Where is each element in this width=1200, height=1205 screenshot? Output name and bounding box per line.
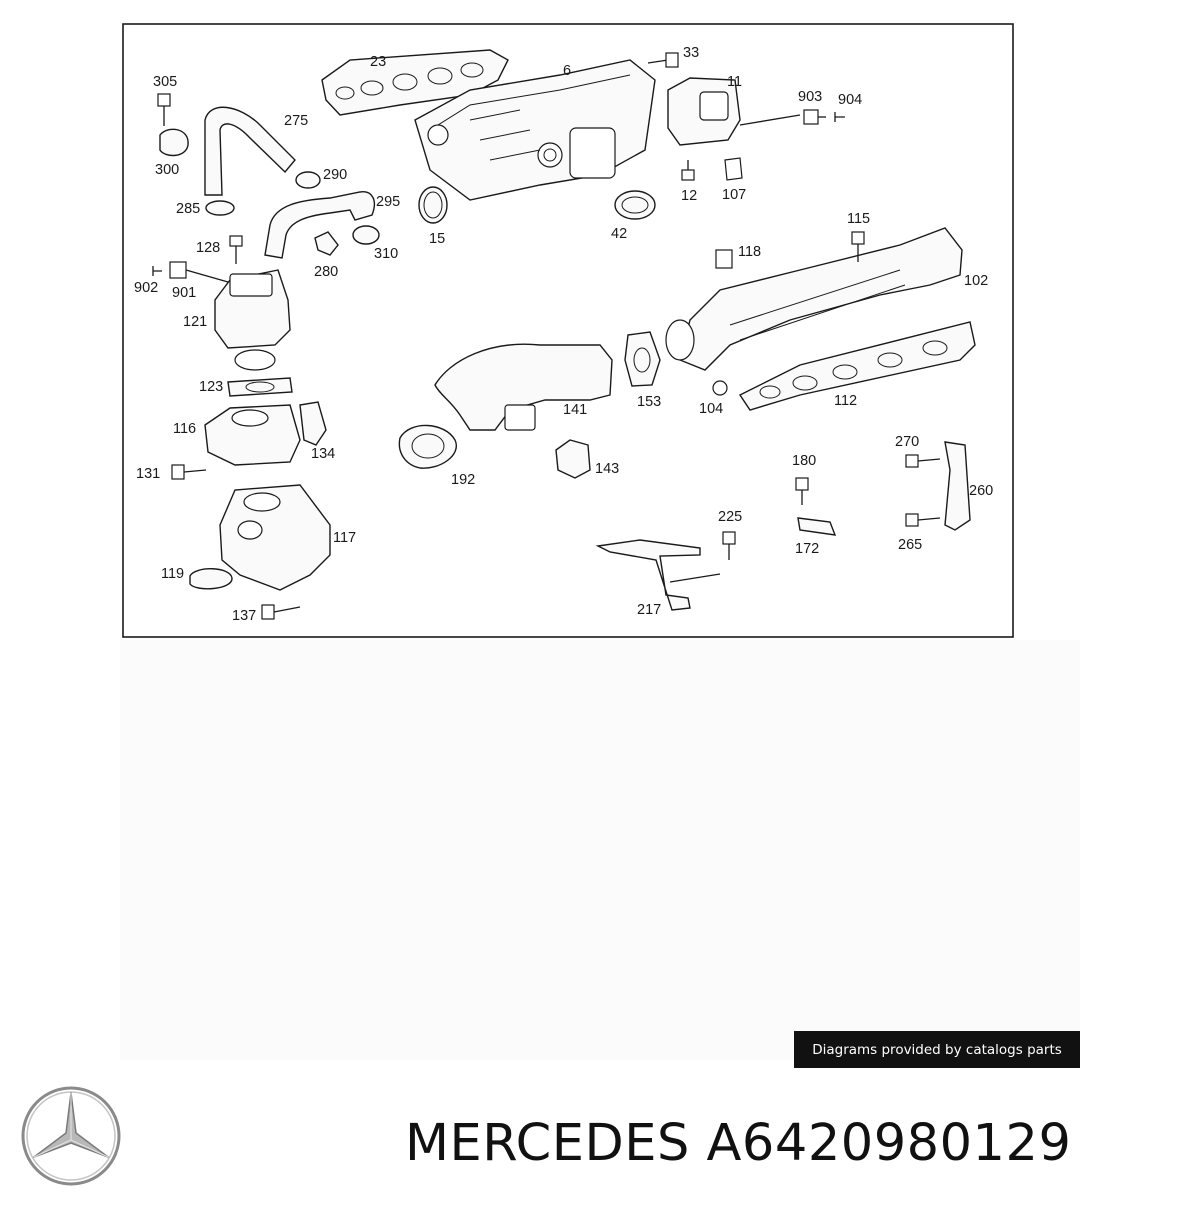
callout-305: 305 (153, 74, 177, 90)
callout-119: 119 (161, 566, 184, 582)
callout-102: 102 (964, 273, 988, 289)
callout-117: 117 (333, 530, 356, 546)
callout-192: 192 (451, 472, 475, 488)
callout-107: 107 (722, 187, 746, 203)
part-901-connector (169, 261, 229, 283)
part-305-bolt (157, 93, 171, 126)
callout-285: 285 (176, 201, 200, 217)
product-title: MERCEDES A6420980129 (405, 1114, 1072, 1173)
callout-128: 128 (196, 240, 220, 256)
callout-290: 290 (323, 167, 347, 183)
callout-23: 23 (370, 54, 386, 70)
part-300-clamp (159, 128, 189, 157)
part-275-hose (204, 106, 296, 196)
part-153-gasket (624, 331, 661, 387)
callout-300: 300 (155, 162, 179, 178)
part-270-bolt (905, 454, 941, 468)
part-6-intake-manifold (414, 59, 656, 201)
part-290-clamp (295, 171, 321, 189)
part-121-egr-valve (214, 269, 291, 371)
callout-143: 143 (595, 461, 619, 477)
part-12-bolt (681, 160, 695, 181)
part-11-actuator (667, 77, 801, 146)
diagram-background (120, 640, 1080, 1060)
callout-295: 295 (376, 194, 400, 210)
callout-116: 116 (173, 421, 196, 437)
callout-15: 15 (429, 231, 445, 247)
part-42-seal (614, 190, 656, 220)
callout-217: 217 (637, 602, 661, 618)
part-280-bracket (314, 231, 339, 256)
callout-118: 118 (738, 244, 761, 260)
part-115-bolt (851, 231, 865, 262)
callout-42: 42 (611, 226, 627, 242)
callout-270: 270 (895, 434, 919, 450)
callout-labels: 23 6 33 11 903 904 305 275 300 290 285 2… (134, 45, 993, 624)
part-117-cooler-housing (219, 484, 331, 591)
callout-121: 121 (183, 314, 207, 330)
part-112-gasket (738, 321, 976, 411)
callout-172: 172 (795, 541, 819, 557)
callout-137: 137 (232, 608, 256, 624)
part-192-gasket (398, 424, 458, 469)
callout-901: 901 (172, 285, 196, 301)
callout-104: 104 (699, 401, 723, 417)
callout-225: 225 (718, 509, 742, 525)
callout-903: 903 (798, 89, 822, 105)
callout-310: 310 (374, 246, 398, 262)
part-104-plug (712, 380, 728, 396)
part-143-sensor (555, 439, 591, 479)
callout-141: 141 (563, 402, 587, 418)
part-902-pin (152, 266, 162, 276)
part-265-bolt (905, 513, 941, 527)
callout-904: 904 (838, 92, 862, 108)
part-116-housing (204, 404, 301, 466)
callout-6: 6 (563, 63, 571, 79)
part-128-bolt (229, 235, 243, 264)
callout-11: 11 (727, 74, 742, 90)
part-102-cooler (665, 227, 963, 371)
callout-115: 115 (847, 211, 870, 227)
part-119-gasket (189, 568, 233, 590)
part-903-connector (803, 109, 826, 125)
callout-180: 180 (792, 453, 816, 469)
callout-112: 112 (834, 393, 857, 409)
part-172-bracket (797, 517, 837, 536)
part-107-clip (724, 157, 743, 181)
callout-902: 902 (134, 280, 158, 296)
part-118-label (715, 249, 733, 269)
callout-265: 265 (898, 537, 922, 553)
callout-123: 123 (199, 379, 223, 395)
callout-33: 33 (683, 45, 699, 61)
attribution-badge: Diagrams provided by catalogs parts (794, 1031, 1080, 1068)
part-134-gasket (299, 401, 327, 446)
part-137-bolt (261, 604, 301, 620)
mercedes-star-icon (21, 1086, 121, 1186)
callout-134: 134 (311, 446, 335, 462)
callout-153: 153 (637, 394, 661, 410)
part-123-gasket (227, 377, 293, 397)
part-15-oring (418, 186, 448, 224)
callout-131: 131 (136, 466, 160, 482)
part-285-clamp (205, 200, 235, 216)
part-310-clamp (352, 225, 380, 245)
part-260-bracket (944, 441, 971, 531)
part-131-bolt (171, 464, 207, 480)
callout-12: 12 (681, 188, 697, 204)
callout-260: 260 (969, 483, 993, 499)
part-904-pin (834, 112, 845, 122)
part-217-bracket (595, 539, 721, 611)
part-33-bolt (647, 52, 679, 68)
part-180-bolt (795, 477, 809, 505)
callout-275: 275 (284, 113, 308, 129)
part-141-pipe (434, 343, 613, 431)
part-225-bolt (722, 531, 736, 560)
part-295-hose (264, 191, 376, 259)
callout-280: 280 (314, 264, 338, 280)
